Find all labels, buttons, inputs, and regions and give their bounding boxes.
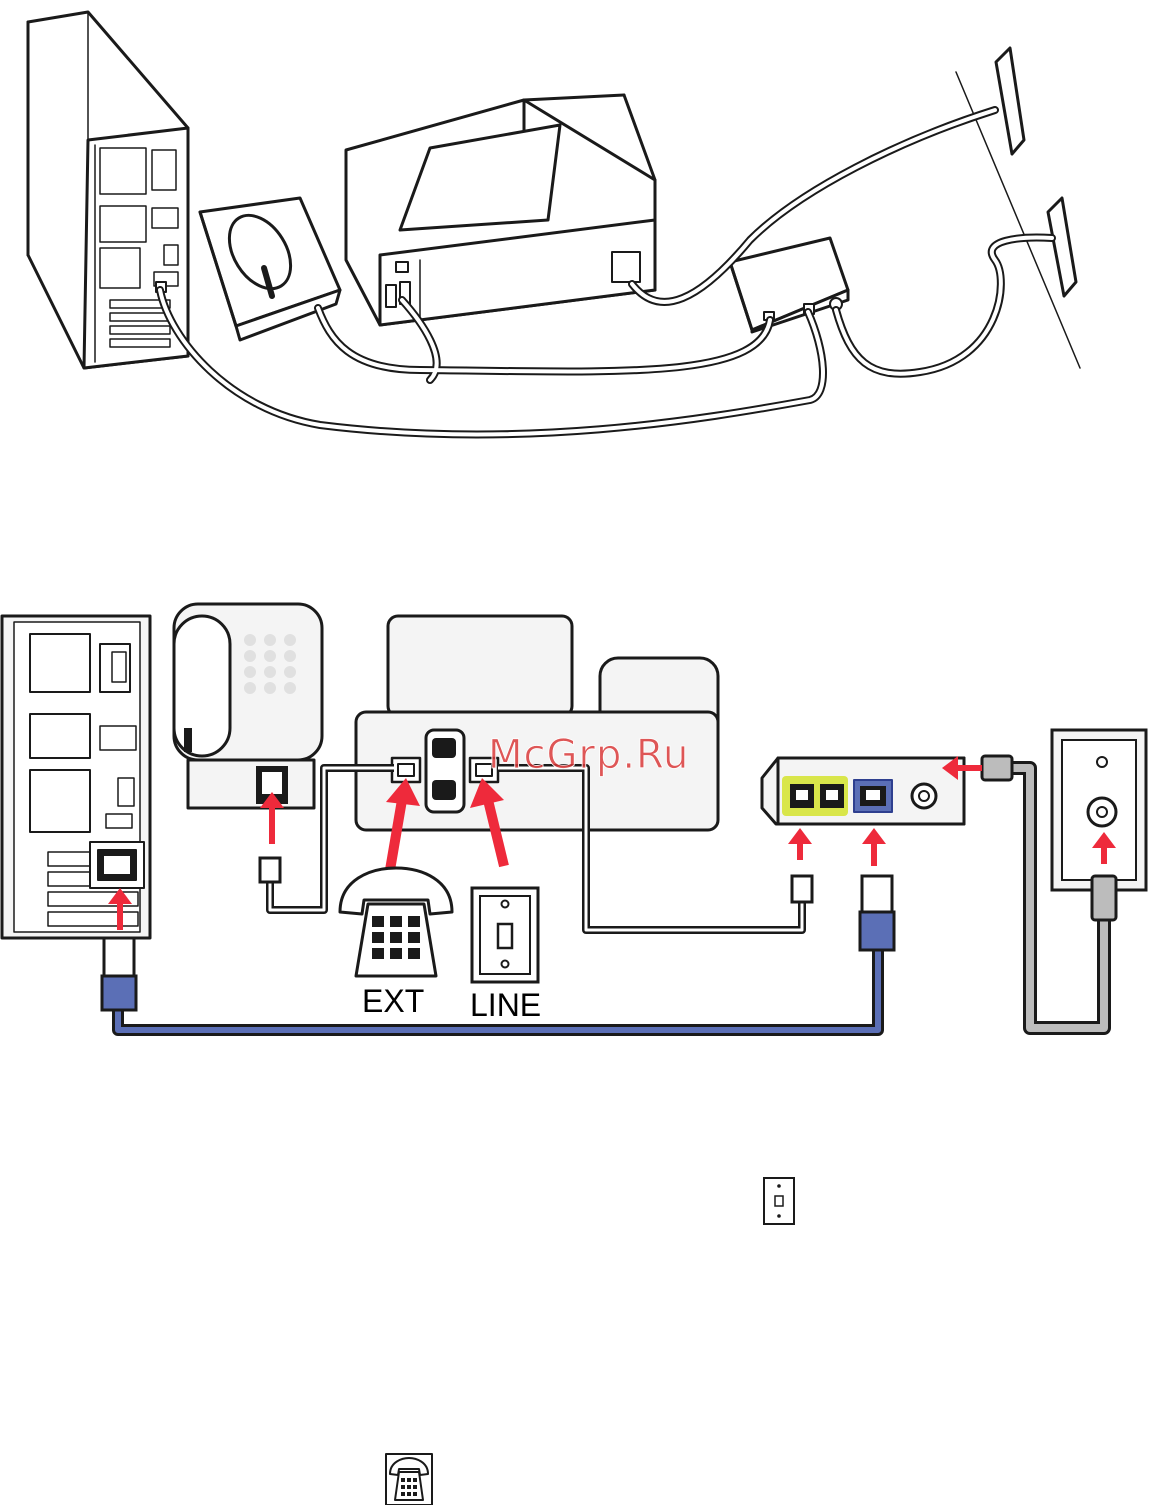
ext-label: EXT xyxy=(362,983,424,1019)
telephone-handset-icon xyxy=(386,1454,432,1505)
bottom-diagram: EXT LINE McGrp.Ru xyxy=(2,604,1146,1030)
dsl-modem-icon xyxy=(762,758,964,824)
computer-tower-icon xyxy=(2,616,150,938)
telephone-icon xyxy=(174,604,322,808)
telephone-handset-icon xyxy=(340,868,452,976)
arrow-icon xyxy=(788,828,812,860)
phone-plug-icon xyxy=(260,858,280,882)
dsl-modem-icon xyxy=(730,238,848,332)
watermark-text: McGrp.Ru xyxy=(488,732,689,778)
wall-jack-icon xyxy=(996,48,1076,296)
phone-jack-icon xyxy=(764,1178,794,1224)
phone-jack-icon xyxy=(472,888,538,982)
wall-jack-icon xyxy=(1052,730,1146,890)
phone-plug-icon xyxy=(792,876,812,902)
arrow-icon xyxy=(862,828,886,866)
line-label: LINE xyxy=(470,987,541,1023)
printer-icon xyxy=(346,95,655,325)
top-illustration xyxy=(28,12,1080,435)
